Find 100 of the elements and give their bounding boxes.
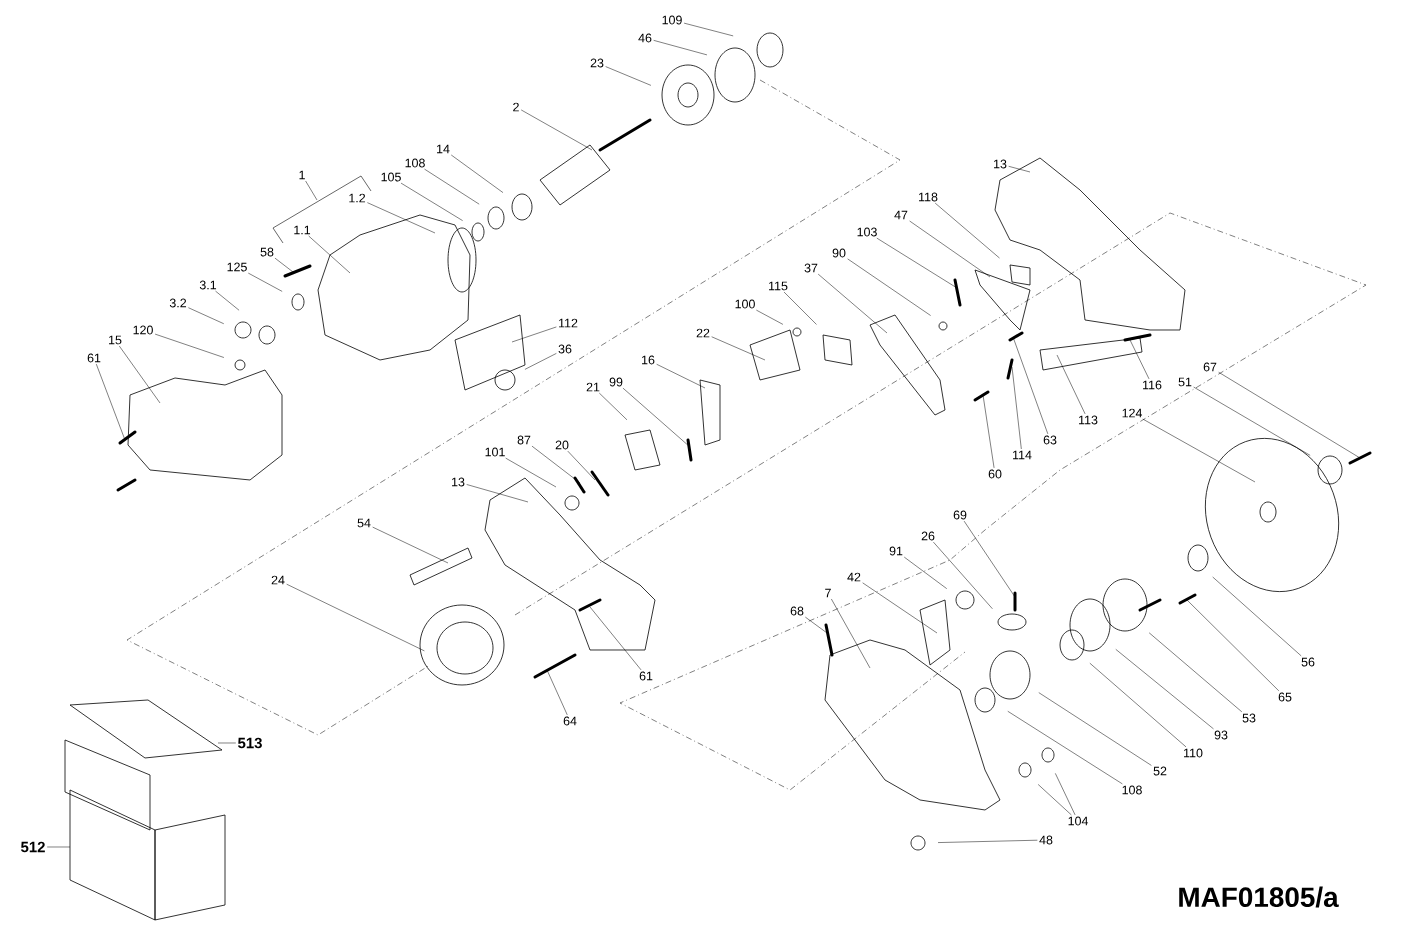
leader-line bbox=[756, 309, 784, 325]
callout-number: 87 bbox=[515, 434, 533, 446]
leader-line bbox=[1212, 576, 1302, 657]
leader-line bbox=[305, 180, 318, 201]
leader-line bbox=[904, 556, 947, 589]
callout-number: 22 bbox=[694, 327, 712, 339]
leader-line bbox=[605, 66, 652, 86]
leader-line bbox=[451, 154, 504, 193]
callout-number: 26 bbox=[919, 530, 937, 542]
leader-line bbox=[1089, 662, 1187, 748]
leader-line bbox=[274, 257, 294, 273]
callout-number: 1 bbox=[297, 169, 307, 181]
leader-line bbox=[248, 272, 283, 292]
callout-number: 65 bbox=[1276, 691, 1294, 703]
leader-line bbox=[1007, 711, 1123, 785]
callout-number: 115 bbox=[766, 280, 790, 292]
callout-number: 3.2 bbox=[167, 297, 189, 309]
leader-line bbox=[524, 353, 557, 370]
callout-number: 100 bbox=[733, 298, 757, 310]
callout-number: 2 bbox=[511, 101, 521, 113]
callout-number: 112 bbox=[556, 317, 580, 329]
callout-number: 118 bbox=[916, 191, 940, 203]
leader-line bbox=[546, 669, 568, 716]
leader-line bbox=[589, 606, 642, 671]
callout-number: 114 bbox=[1010, 449, 1034, 461]
leader-line bbox=[1115, 649, 1214, 730]
leader-line bbox=[963, 520, 1016, 598]
callout-number: 104 bbox=[1066, 815, 1090, 827]
callout-number: 99 bbox=[607, 376, 625, 388]
callout-number: 51 bbox=[1176, 376, 1194, 388]
callout-number: 120 bbox=[131, 324, 155, 336]
callout-number: 42 bbox=[845, 571, 863, 583]
callout-number: 1.1 bbox=[291, 224, 313, 236]
callout-number: 93 bbox=[1212, 729, 1230, 741]
callout-number: 103 bbox=[855, 226, 879, 238]
callout-number: 14 bbox=[434, 143, 452, 155]
leader-line bbox=[937, 839, 1038, 843]
leader-line bbox=[1142, 418, 1256, 483]
callout-number: 60 bbox=[986, 468, 1004, 480]
leader-line bbox=[933, 541, 993, 609]
drawing-number: MAF01805/a bbox=[1179, 886, 1339, 908]
leader-line bbox=[876, 237, 958, 289]
callout-number: 109 bbox=[660, 14, 684, 26]
leader-line bbox=[909, 220, 991, 278]
leader-line bbox=[805, 616, 828, 634]
callout-number: 124 bbox=[1120, 407, 1144, 419]
leader-line bbox=[622, 387, 691, 448]
leader-line bbox=[847, 258, 931, 316]
callout-number: 69 bbox=[951, 509, 969, 521]
callout-number: 23 bbox=[588, 57, 606, 69]
callout-number: 513 bbox=[236, 736, 264, 750]
callout-number: 101 bbox=[483, 446, 507, 458]
callout-number: 110 bbox=[1181, 747, 1205, 759]
leader-line bbox=[367, 202, 436, 234]
callout-number: 54 bbox=[355, 517, 373, 529]
callout-number: 108 bbox=[1120, 784, 1144, 796]
leader-line bbox=[119, 345, 161, 404]
callout-number: 13 bbox=[991, 158, 1009, 170]
callout-number: 68 bbox=[788, 605, 806, 617]
callout-number: 15 bbox=[106, 334, 124, 346]
leader-line bbox=[46, 846, 71, 848]
leader-line bbox=[217, 742, 237, 744]
callout-number: 7 bbox=[823, 587, 833, 599]
callout-number: 16 bbox=[639, 354, 657, 366]
callout-number: 125 bbox=[225, 261, 249, 273]
leader-line bbox=[400, 182, 463, 221]
leader-line bbox=[683, 22, 734, 37]
callout-number: 47 bbox=[892, 209, 910, 221]
leader-line bbox=[424, 168, 480, 205]
callout-number: 90 bbox=[830, 247, 848, 259]
callout-number: 24 bbox=[269, 574, 287, 586]
leader-line bbox=[1186, 599, 1280, 692]
leader-line bbox=[286, 583, 425, 652]
leader-line bbox=[831, 598, 871, 669]
leader-line bbox=[308, 235, 351, 274]
leader-line bbox=[531, 445, 581, 484]
leader-line bbox=[154, 333, 225, 358]
callout-number: 56 bbox=[1299, 656, 1317, 668]
callout-number: 20 bbox=[553, 439, 571, 451]
leader-line bbox=[656, 364, 706, 389]
leader-line bbox=[1193, 386, 1311, 456]
leader-line bbox=[982, 394, 995, 469]
leader-line bbox=[1148, 632, 1243, 713]
callout-number: 46 bbox=[636, 32, 654, 44]
leader-line bbox=[1129, 339, 1150, 380]
callout-number: 63 bbox=[1041, 434, 1059, 446]
leader-line bbox=[1011, 366, 1022, 450]
leader-line bbox=[466, 484, 529, 503]
callout-number: 21 bbox=[584, 381, 602, 393]
leader-line bbox=[372, 526, 449, 564]
leader-line bbox=[567, 450, 596, 481]
leader-line bbox=[1038, 692, 1152, 766]
leader-line bbox=[96, 363, 126, 441]
callout-number: 48 bbox=[1037, 834, 1055, 846]
leader-line bbox=[653, 40, 708, 56]
leader-line bbox=[1056, 354, 1086, 415]
leader-line bbox=[1037, 784, 1072, 816]
callout-number: 37 bbox=[802, 262, 820, 274]
callout-number: 67 bbox=[1201, 361, 1219, 373]
callout-number: 36 bbox=[556, 343, 574, 355]
